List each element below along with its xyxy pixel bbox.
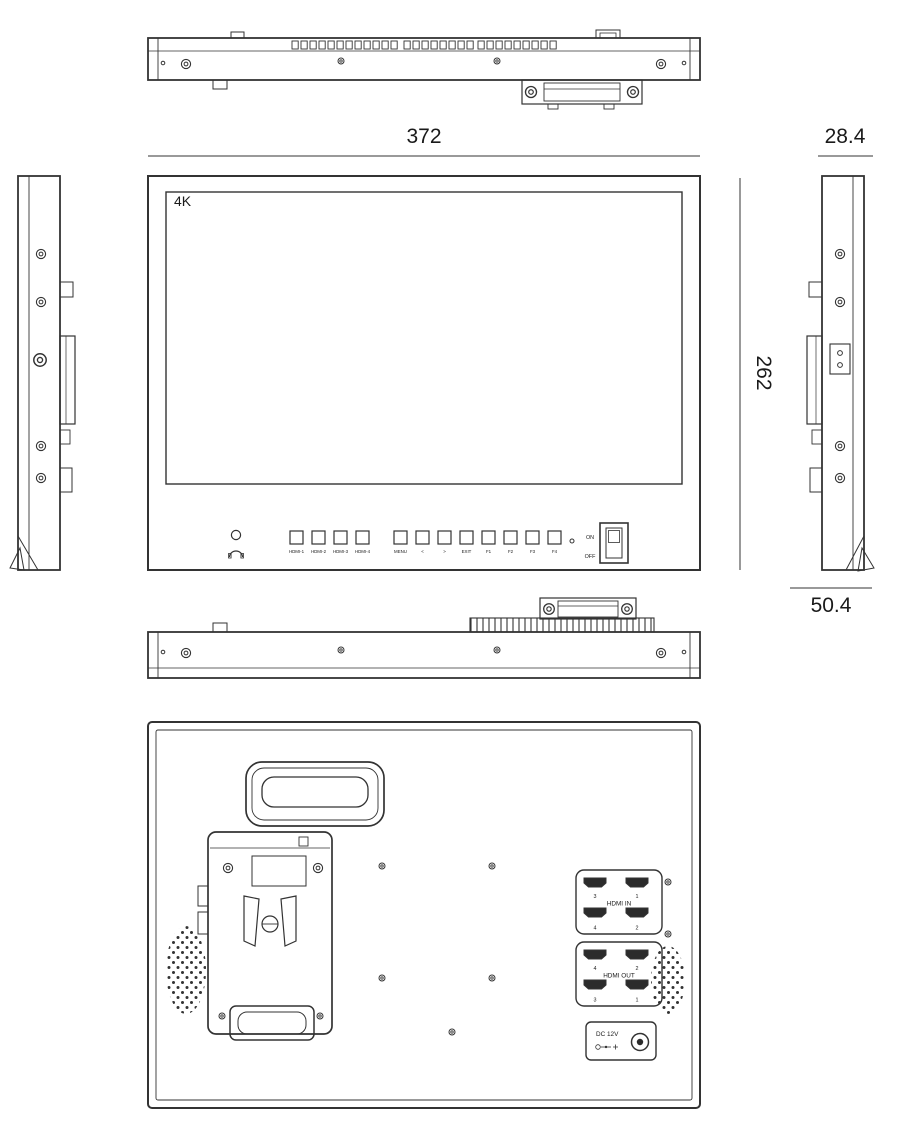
dimension-depth-top-label: 28.4: [825, 125, 866, 148]
svg-text:<: <: [421, 549, 424, 554]
top-body: [147, 37, 701, 81]
v-mount-rail-top: [197, 885, 209, 907]
dimension-height: 262: [739, 178, 775, 570]
dimension-height-label: 262: [752, 355, 775, 390]
hdmi-in-label: HDMI IN: [607, 901, 632, 908]
power-on-label: ON: [586, 535, 594, 541]
hdmi-in-panel: 3 1 HDMI IN 4 2: [575, 869, 663, 935]
v-mount-wedges: [243, 895, 297, 947]
v-mount-plate: [197, 831, 333, 1041]
dc-jack-icon: [630, 1032, 650, 1052]
svg-text:HDMI-1: HDMI-1: [289, 549, 305, 554]
dimension-depth-side-label: 50.4: [811, 594, 852, 617]
svg-text:F3: F3: [530, 549, 536, 554]
svg-text:MENU: MENU: [394, 549, 407, 554]
front-bezel: [147, 175, 701, 571]
top-tab-right: [595, 29, 621, 39]
headphone-icon: [228, 529, 244, 559]
hdmi-out-port-2-icon: [625, 949, 649, 960]
dc-label: DC 12V: [596, 1031, 619, 1038]
front-buttons-menu: MENU < > EXIT F1 F2 F3 F4: [393, 530, 562, 554]
top-screws: [160, 57, 687, 70]
svg-text:HDMI-4: HDMI-4: [355, 549, 371, 554]
front-buttons-hdmi: HDMI-1 HDMI-2 HDMI-3 HDMI-4: [289, 530, 371, 554]
right-side-screws: [834, 248, 846, 484]
dc-input-panel: DC 12V: [585, 1021, 657, 1061]
svg-text:1: 1: [636, 998, 639, 1004]
screen: [165, 191, 683, 485]
button-f3: F3: [525, 530, 540, 554]
power-switch: ON OFF: [569, 522, 629, 564]
svg-text:HDMI-2: HDMI-2: [311, 549, 327, 554]
bottom-mount-bracket: [469, 597, 655, 633]
rear-view: 3 1 HDMI IN 4 2 4 2 HDMI OUT 3 1 DC 12V: [147, 721, 701, 1109]
speaker-grille-right: [651, 946, 685, 1014]
left-side-brackets: [59, 281, 76, 493]
front-view: 4K HDMI-1 HDMI-2 HDMI-3 HDMI-4 MENU < > …: [147, 175, 701, 571]
svg-text:3: 3: [594, 998, 597, 1004]
svg-text:3: 3: [594, 894, 597, 900]
button-menu: MENU: [393, 530, 408, 554]
svg-text:1: 1: [636, 894, 639, 900]
hdmi-out-port-4-icon: [583, 949, 607, 960]
svg-text:HDMI-3: HDMI-3: [333, 549, 349, 554]
v-mount-clamp: [229, 1005, 315, 1041]
svg-text:4: 4: [594, 926, 597, 932]
left-side-view: [9, 175, 76, 571]
dimension-width: 372: [148, 125, 700, 157]
left-side-screws: [33, 248, 47, 484]
top-connector: [212, 79, 228, 90]
hdmi-in-port-2-icon: [625, 907, 649, 918]
dimension-depth-top: 28.4: [818, 125, 873, 157]
svg-text:2: 2: [636, 966, 639, 972]
button-right: >: [437, 530, 452, 554]
dimension-width-label: 372: [406, 125, 441, 148]
right-side-plate: [829, 343, 851, 375]
button-f1: F1: [481, 530, 496, 554]
right-side-view: [806, 175, 875, 572]
svg-text:EXIT: EXIT: [462, 549, 472, 554]
v-mount-rail-bottom: [197, 911, 209, 935]
svg-text:2: 2: [636, 926, 639, 932]
button-f4: F4: [547, 530, 562, 554]
button-left: <: [415, 530, 430, 554]
bottom-view: [147, 597, 701, 679]
screen-badge: 4K: [174, 193, 192, 209]
right-side-brackets: [806, 281, 823, 493]
hdmi-out-port-1-icon: [625, 979, 649, 990]
svg-text:F2: F2: [508, 549, 514, 554]
svg-text:F4: F4: [552, 549, 558, 554]
right-side-foot: [845, 535, 875, 572]
button-exit: EXIT: [459, 530, 474, 554]
hdmi-in-port-1-icon: [625, 877, 649, 888]
svg-text:>: >: [443, 549, 446, 554]
power-off-label: OFF: [585, 554, 596, 560]
button-f2: F2: [503, 530, 518, 554]
v-mount-label-plate: [251, 855, 307, 887]
button-hdmi-3: HDMI-3: [333, 530, 349, 554]
top-view: [147, 29, 701, 110]
polarity-icon: [595, 1044, 618, 1050]
rear-screws: [378, 862, 672, 1036]
speaker-grille-left: [166, 926, 206, 1014]
button-hdmi-1: HDMI-1: [289, 530, 305, 554]
left-side-foot: [9, 535, 39, 571]
rear-handle: [245, 761, 385, 827]
bottom-connector: [212, 622, 228, 633]
svg-text:F1: F1: [486, 549, 492, 554]
hdmi-out-port-3-icon: [583, 979, 607, 990]
hdmi-out-panel: 4 2 HDMI OUT 3 1: [575, 941, 663, 1007]
top-mount-bracket: [521, 79, 643, 110]
hdmi-in-port-3-icon: [583, 877, 607, 888]
svg-text:4: 4: [594, 966, 597, 972]
bottom-screws: [160, 646, 687, 659]
vent-slots: [291, 40, 557, 50]
button-hdmi-4: HDMI-4: [355, 530, 371, 554]
top-tab-left: [230, 31, 245, 39]
button-hdmi-2: HDMI-2: [311, 530, 327, 554]
hdmi-in-port-4-icon: [583, 907, 607, 918]
hdmi-out-label: HDMI OUT: [603, 973, 635, 980]
dimension-depth-side: 50.4: [790, 587, 872, 617]
